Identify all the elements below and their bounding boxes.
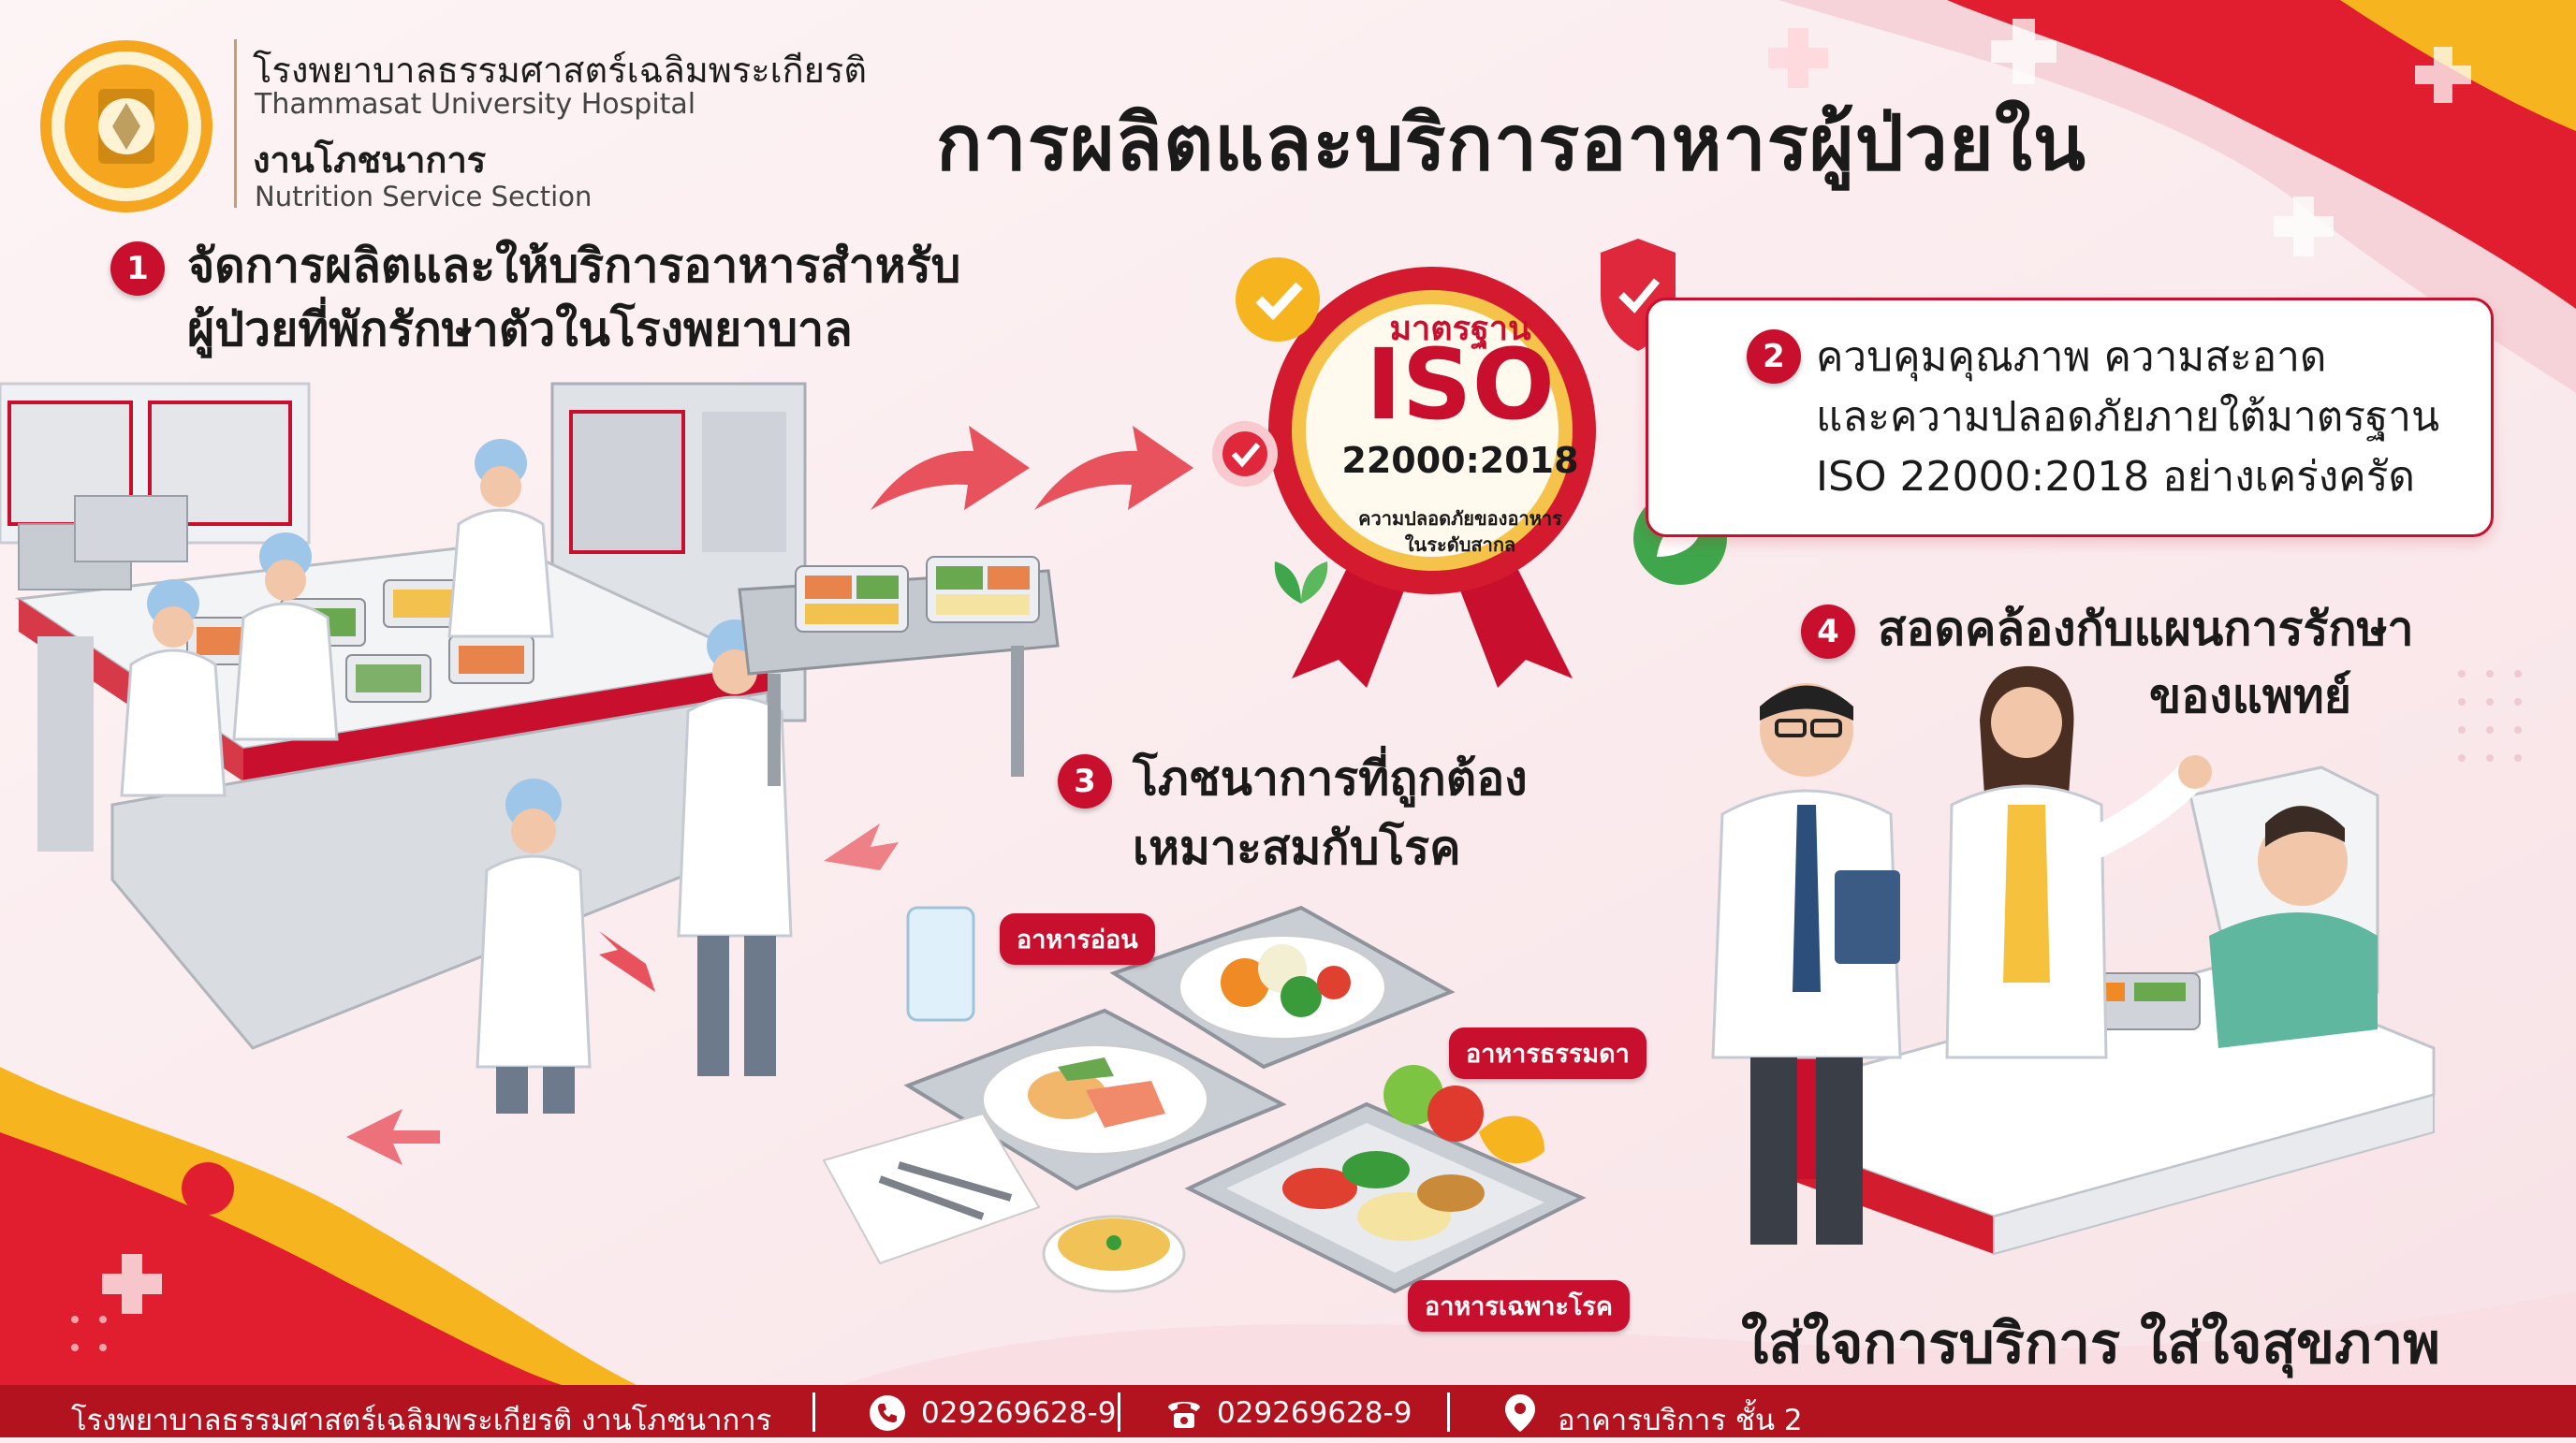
footer-phone: 029269628-9 [921, 1396, 1117, 1430]
header-divider [234, 39, 237, 208]
point-1-number: 1 [110, 241, 165, 296]
point-3-line-2: เหมาะสมกับโรค [1133, 821, 1461, 875]
point-2-line-1: ควบคุมคุณภาพ ความสะอาด [1816, 333, 2327, 381]
point-4-line-2: ของแพทย์ [2149, 669, 2352, 723]
point-2-text: ควบคุมคุณภาพ ความสะอาด และความปลอดภัยภาย… [1816, 328, 2439, 507]
footer-bar [0, 1385, 2576, 1437]
food-tag-soft: อาหารอ่อน [1000, 913, 1155, 965]
point-2-line-3: ISO 22000:2018 อย่างเคร่งครัด [1816, 453, 2415, 501]
telephone-icon [1168, 1402, 1200, 1428]
footer-separator [1118, 1392, 1120, 1432]
badge-code-label: 22000:2018 [1341, 440, 1579, 481]
iso-badge [1212, 239, 1676, 688]
point-1-line-1: จัดการผลิตและให้บริการอาหารสำหรับ [187, 239, 961, 293]
badge-sub-label-2: ในระดับสากล [1404, 533, 1516, 556]
phone-icon [870, 1395, 905, 1431]
food-trays-illustration [822, 905, 1587, 1294]
point-3-number: 3 [1058, 754, 1112, 809]
footer-fax: 029269628-9 [1217, 1396, 1412, 1430]
badge-iso-label: ISO [1365, 328, 1555, 442]
point-2-line-2: และความปลอดภัยภายใต้มาตรฐาน [1816, 393, 2440, 441]
location-pin-icon [1505, 1394, 1535, 1432]
point-1-line-2: ผู้ป่วยที่พักรักษาตัวในโรงพยาบาล [187, 302, 853, 357]
conveyor-illustration [738, 556, 1060, 786]
sprout-icon-2 [1274, 561, 1328, 604]
hospital-name-english: Thammasat University Hospital [255, 88, 696, 121]
food-tag-normal: อาหารธรรมดา [1449, 1028, 1647, 1079]
section-name-english: Nutrition Service Section [255, 181, 593, 212]
badge-sub-label-1: ความปลอดภัยของอาหาร [1358, 507, 1562, 530]
point-3-line-1: โภชนาการที่ถูกต้อง [1133, 751, 1528, 806]
hospital-name-thai: โรงพยาบาลธรรมศาสตร์เฉลิมพระเกียรติ [253, 50, 868, 91]
footer-org-name: โรงพยาบาลธรรมศาสตร์เฉลิมพระเกียรติ งานโภ… [71, 1404, 772, 1437]
slogan: ใส่ใจการบริการ ใส่ใจสุขภาพ [1741, 1311, 2440, 1377]
footer-separator [812, 1392, 815, 1432]
point-2-number: 2 [1747, 329, 1801, 384]
section-name-thai: งานโภชนาการ [253, 139, 487, 181]
badge-top-label: มาตรฐาน [1389, 310, 1531, 348]
point-4-line-1: สอดคล้องกับแผนการรักษา [1878, 602, 2414, 656]
footer-location: อาคารบริการ ชั้น 2 [1558, 1404, 1803, 1437]
point-4-number: 4 [1801, 605, 1855, 659]
footer-separator [1447, 1392, 1450, 1432]
kitchen-illustration [0, 382, 807, 1114]
page-title: การผลิตและบริการอาหารผู้ป่วยใน [936, 99, 2086, 188]
food-tag-special: อาหารเฉพาะโรค [1408, 1280, 1630, 1332]
thammasat-seal-icon [40, 40, 212, 212]
doctor-patient-illustration [1711, 665, 2436, 1256]
